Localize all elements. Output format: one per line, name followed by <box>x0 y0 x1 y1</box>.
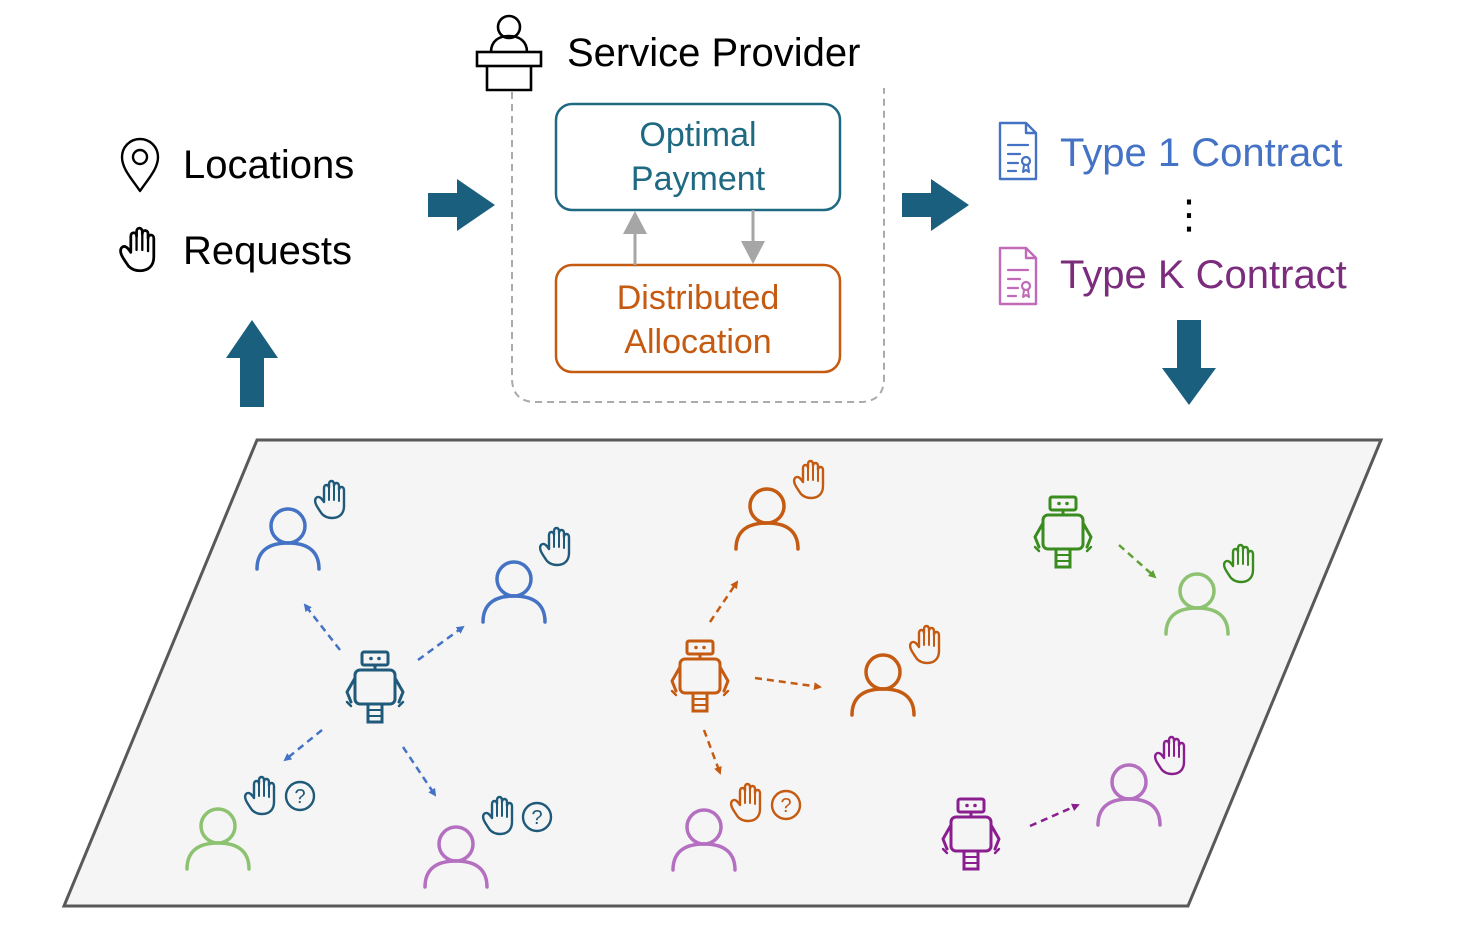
allocation-to-payment-arrow <box>623 211 647 265</box>
contract-document-icon <box>998 246 1038 306</box>
up-arrow <box>226 320 278 407</box>
provider-dashed-box <box>511 88 885 403</box>
allocation-line2: Allocation <box>624 323 771 361</box>
typek-contract-label: Type K Contract <box>1060 253 1347 297</box>
distributed-allocation-box <box>554 263 842 374</box>
robot-to-user-arrow <box>702 729 722 775</box>
contract-document-icon <box>998 121 1038 181</box>
right-arrow-to-contracts <box>902 179 969 231</box>
right-arrow-to-provider <box>428 179 495 231</box>
payment-line2: Payment <box>631 160 766 198</box>
robot-to-user-arrow <box>1118 544 1157 579</box>
contracts-ellipsis: ⋮ <box>1169 193 1209 237</box>
robot-to-user-arrow <box>417 625 465 662</box>
robot-to-user-arrow <box>303 603 341 651</box>
optimal-payment-box <box>554 102 842 212</box>
requests-label: Requests <box>183 229 352 273</box>
raised-hand-icon <box>119 226 156 273</box>
down-arrow <box>1162 320 1216 405</box>
robot-to-user-arrow <box>1029 803 1080 828</box>
robot-to-user-arrow <box>708 580 739 623</box>
robot-to-user-arrow <box>754 676 822 691</box>
robot-to-user-arrow <box>283 729 323 762</box>
provider-title: Service Provider <box>567 31 860 75</box>
robot-to-user-arrow <box>401 746 437 797</box>
payment-line1: Optimal <box>639 116 756 154</box>
locations-label: Locations <box>183 143 354 187</box>
allocation-line1: Distributed <box>617 279 780 317</box>
type1-contract-label: Type 1 Contract <box>1060 131 1342 175</box>
location-pin-icon <box>120 137 160 193</box>
payment-to-allocation-arrow <box>741 210 765 264</box>
presenter-podium-icon <box>475 14 543 92</box>
